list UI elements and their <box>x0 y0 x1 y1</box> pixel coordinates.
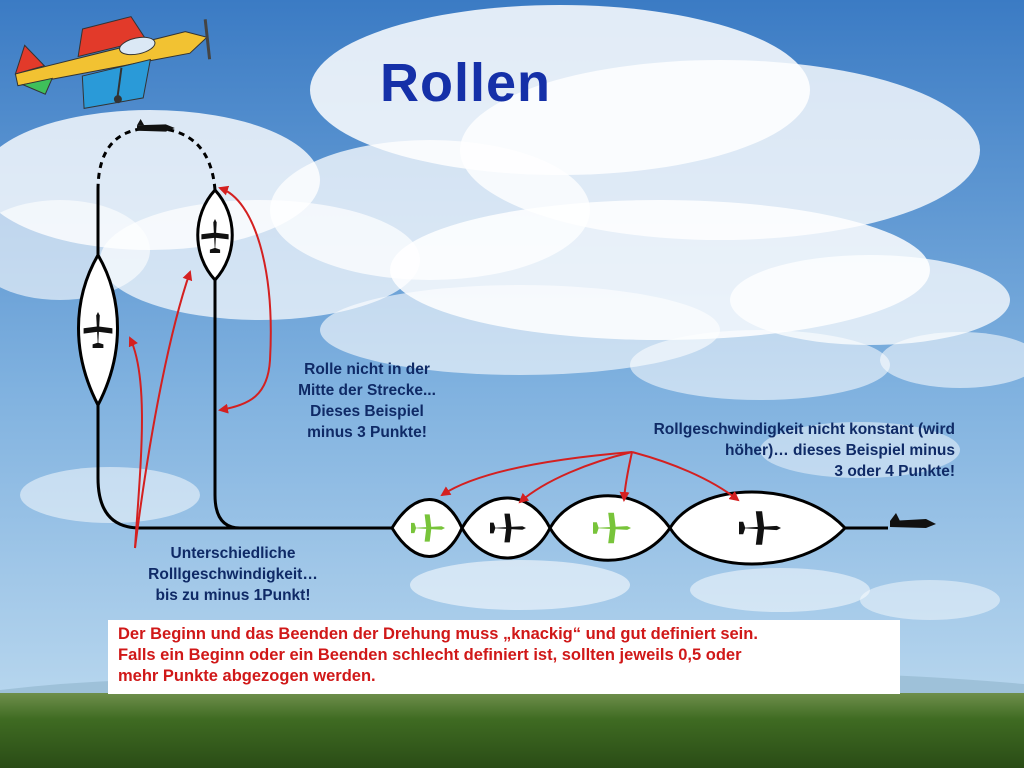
note-line: Dieses Beispiel <box>310 403 424 420</box>
note-line: Mitte der Strecke... <box>298 382 436 399</box>
note-line: Rolle nicht in der <box>304 361 430 378</box>
info-line: mehr Punkte abgezogen werden. <box>118 667 376 685</box>
note-roll-not-centered: Rolle nicht in der Mitte der Strecke... … <box>272 359 462 443</box>
clouds <box>0 5 1024 620</box>
annotation-arrows <box>128 185 740 549</box>
aerobatic-plane-icon <box>14 16 212 109</box>
plane-icon-exit <box>890 513 936 528</box>
page-title: Rollen <box>380 53 552 113</box>
info-line: Falls ein Beginn oder ein Beenden schlec… <box>118 646 742 664</box>
grass-field <box>0 693 1024 768</box>
note-line: 3 oder 4 Punkte! <box>834 463 955 480</box>
note-line: minus 3 Punkte! <box>307 424 427 441</box>
info-box: Der Beginn und das Beenden der Drehung m… <box>108 620 900 694</box>
note-line: bis zu minus 1Punkt! <box>155 587 311 604</box>
info-line: Der Beginn und das Beenden der Drehung m… <box>118 625 758 643</box>
note-roll-speed: Rollgeschwindigkeit nicht konstant (wird… <box>580 419 955 482</box>
note-line: höher)… dieses Beispiel minus <box>725 442 955 459</box>
plane-icon-top <box>137 119 175 132</box>
note-line: Rollgeschwindigkeit nicht konstant (wird <box>653 421 955 438</box>
note-line: Unterschiedliche <box>170 545 296 562</box>
note-different-speed: Unterschiedliche Rolllgeschwindigkeit… b… <box>108 543 358 606</box>
note-line: Rolllgeschwindigkeit… <box>148 566 318 583</box>
